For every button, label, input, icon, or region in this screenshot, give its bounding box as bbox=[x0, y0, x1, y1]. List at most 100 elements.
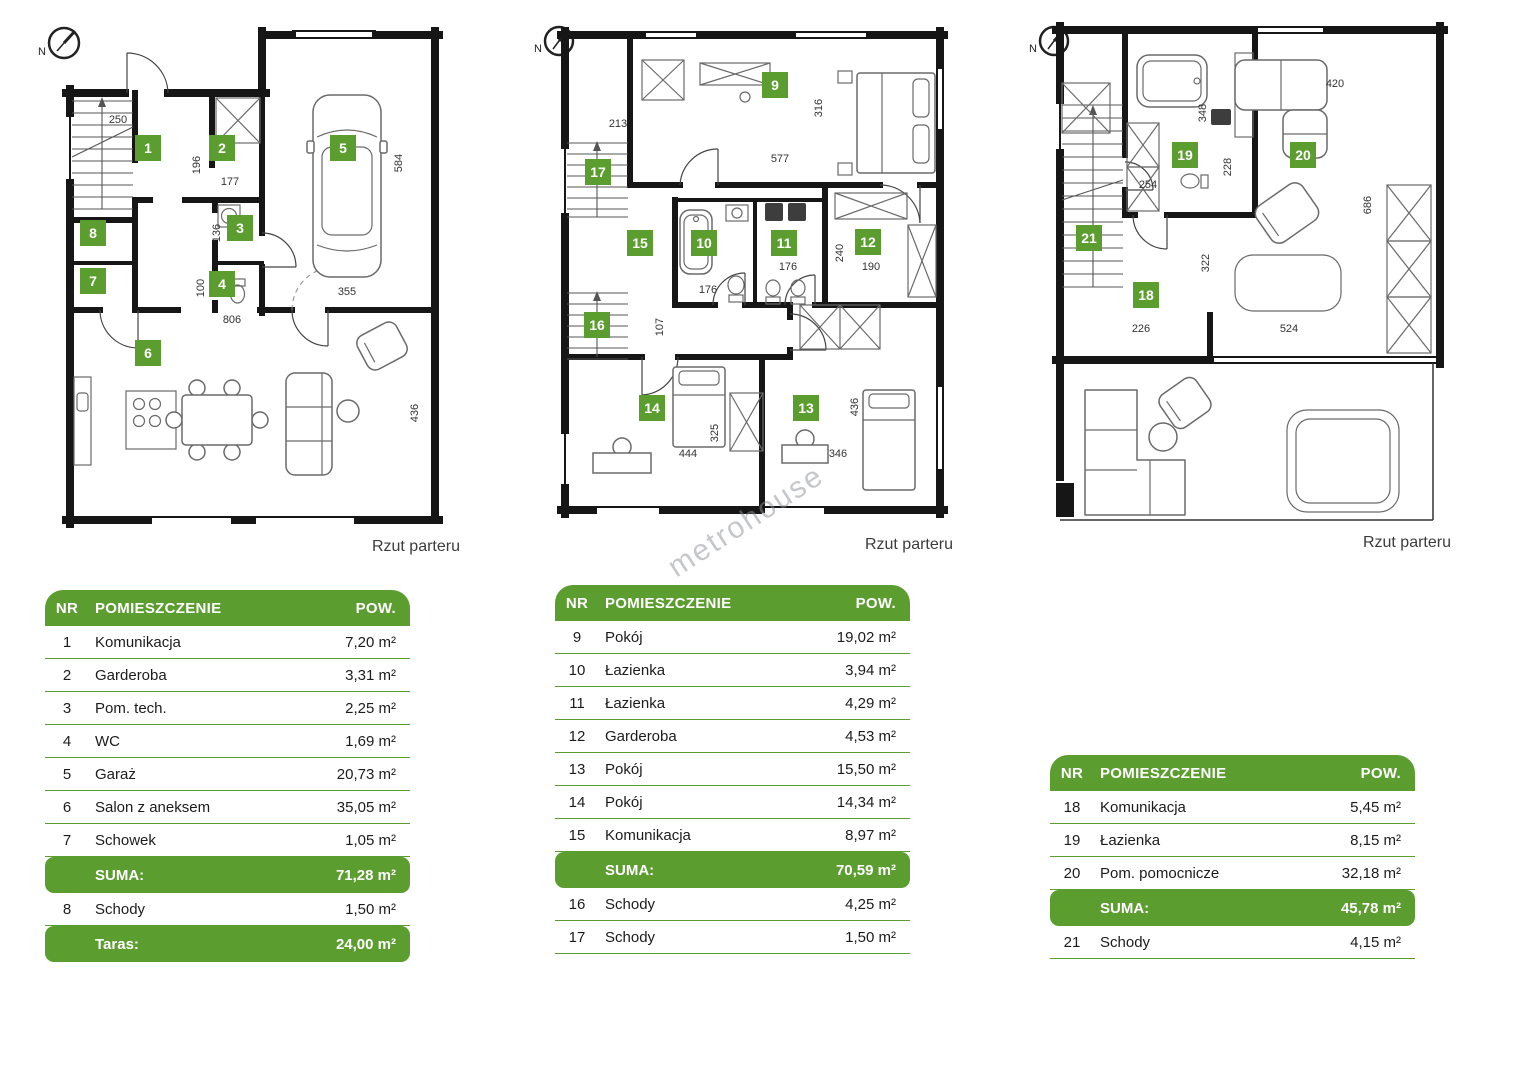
taras-row: Taras:24,00 m² bbox=[45, 926, 410, 962]
cell-area: 4,15 m² bbox=[1350, 933, 1401, 951]
room-badge: 7 bbox=[89, 273, 97, 289]
dim-label: 226 bbox=[1132, 323, 1150, 335]
cell-nr: 8 bbox=[62, 900, 72, 918]
header-nr: NR bbox=[1060, 764, 1084, 782]
cell-area: 7,20 m² bbox=[345, 633, 396, 651]
room-badge: 13 bbox=[798, 400, 814, 416]
table-header: NR POMIESZCZENIE POW. bbox=[555, 585, 910, 621]
dim-label: 176 bbox=[699, 284, 717, 296]
cell-nr: 2 bbox=[62, 666, 72, 684]
dim-label: 322 bbox=[1200, 254, 1212, 272]
cell-nr: 14 bbox=[568, 793, 586, 811]
cell-room: Garderoba bbox=[95, 666, 167, 684]
armchair bbox=[1254, 182, 1320, 244]
room-badge: 16 bbox=[589, 317, 605, 333]
room-badge: 4 bbox=[218, 276, 226, 292]
dim-label: 176 bbox=[779, 261, 797, 273]
north-label: N bbox=[38, 46, 46, 58]
cell-nr: 18 bbox=[1063, 798, 1081, 816]
dim-label: 355 bbox=[338, 286, 356, 298]
cell-room: Pokój bbox=[605, 760, 643, 778]
room-badge: 12 bbox=[860, 234, 876, 250]
doors bbox=[641, 148, 921, 396]
cell-area: 8,97 m² bbox=[845, 826, 896, 844]
dim-label: 686 bbox=[1362, 196, 1374, 214]
cell-area: 19,02 m² bbox=[836, 628, 896, 646]
dim-label: 348 bbox=[1197, 104, 1209, 122]
cell-room: WC bbox=[95, 732, 120, 750]
dim-label: 346 bbox=[829, 448, 847, 460]
floor-plan-attic: N bbox=[1029, 22, 1448, 521]
wardrobe-double bbox=[799, 304, 881, 350]
cell-area: 3,31 m² bbox=[345, 666, 396, 684]
cell-nr: 19 bbox=[1063, 831, 1081, 849]
dimension-labels: 213 316 577 176 240 190 107 176 444 325 … bbox=[609, 99, 880, 460]
suma-row: SUMA:70,59 m² bbox=[555, 852, 910, 888]
suma-row: SUMA:45,78 m² bbox=[1050, 890, 1415, 926]
north-label: N bbox=[534, 43, 542, 55]
north-arrow-icon: N bbox=[38, 26, 81, 60]
dim-label: 136 bbox=[211, 224, 223, 242]
dimension-labels: 250 196 177 136 584 100 355 806 436 bbox=[109, 114, 421, 422]
cell-area: 1,69 m² bbox=[345, 732, 396, 750]
suma-value: 71,28 m² bbox=[335, 866, 396, 884]
cell-room: Łazienka bbox=[605, 694, 666, 712]
cell-nr: 3 bbox=[62, 699, 72, 717]
room-badge: 10 bbox=[696, 235, 712, 251]
room-badge: 3 bbox=[236, 220, 244, 236]
wardrobe-garderoba bbox=[834, 192, 937, 298]
cell-room: Schody bbox=[1100, 933, 1151, 951]
cell-room: Schody bbox=[605, 895, 656, 913]
header-nr: NR bbox=[565, 594, 589, 612]
cell-nr: 9 bbox=[572, 628, 582, 646]
cell-area: 3,94 m² bbox=[845, 661, 896, 679]
bed-single-right bbox=[862, 389, 916, 491]
cell-room: Komunikacja bbox=[1100, 798, 1186, 816]
header-nr: NR bbox=[55, 599, 79, 617]
dim-label: 254 bbox=[1139, 179, 1157, 191]
walls bbox=[1052, 22, 1448, 517]
room-badge: 9 bbox=[771, 77, 779, 93]
suma-value: 70,59 m² bbox=[835, 861, 896, 879]
suma-label: SUMA: bbox=[95, 866, 145, 884]
room-badges: 18 19 20 21 bbox=[1076, 142, 1316, 308]
plan-caption: Rzut parteru bbox=[1362, 534, 1451, 551]
header-room: POMIESZCZENIE bbox=[605, 594, 732, 612]
cell-nr: 6 bbox=[62, 798, 72, 816]
cell-nr: 1 bbox=[62, 633, 72, 651]
plan-caption: Rzut parteru bbox=[371, 538, 460, 555]
storage-cabinet bbox=[641, 59, 685, 101]
cell-area: 35,05 m² bbox=[336, 798, 396, 816]
cell-nr: 12 bbox=[568, 727, 586, 745]
cell-area: 32,18 m² bbox=[1341, 864, 1401, 882]
cell-nr: 17 bbox=[568, 928, 586, 946]
suma-row: SUMA: 71,28 m² bbox=[45, 857, 410, 893]
dim-label: 325 bbox=[709, 424, 721, 442]
floor-plan-first: N bbox=[534, 25, 948, 518]
dim-label: 228 bbox=[1222, 158, 1234, 176]
terrace-outline bbox=[1060, 363, 1434, 521]
room-badge: 11 bbox=[777, 235, 792, 251]
cell-area: 1,50 m² bbox=[845, 928, 896, 946]
taras-label: Taras: bbox=[95, 935, 139, 953]
cell-area: 20,73 m² bbox=[336, 765, 396, 783]
cell-nr: 7 bbox=[62, 831, 72, 849]
armchair bbox=[356, 321, 408, 371]
dim-label: 436 bbox=[849, 398, 861, 416]
